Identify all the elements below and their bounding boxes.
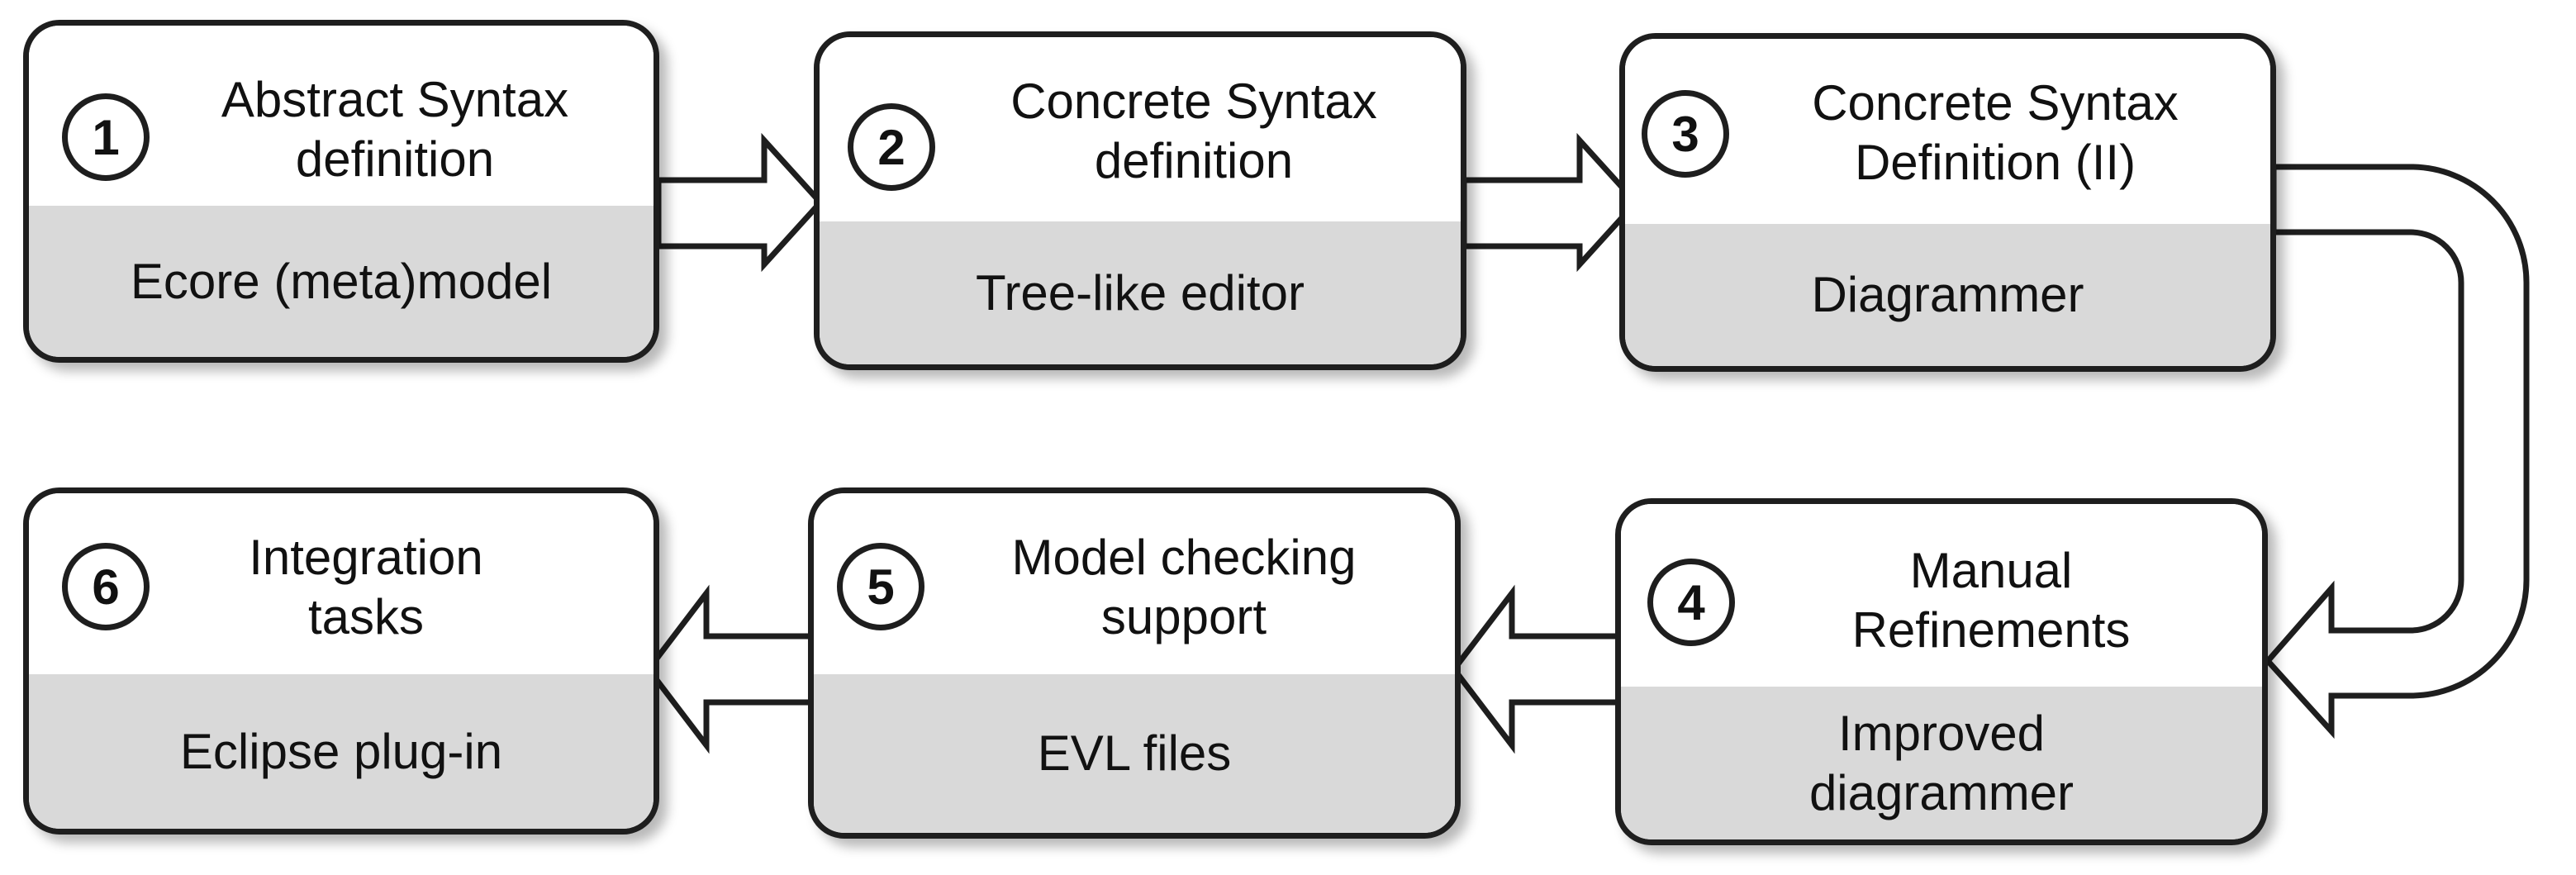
step-3-number-badge: 3 [1642, 90, 1729, 178]
step-5-footer: EVL files [814, 674, 1455, 833]
step-2-tool: Tree-like editor [976, 264, 1305, 321]
step-2-footer: Tree-like editor [820, 221, 1461, 364]
step-2-number: 2 [877, 119, 905, 175]
step-4-footer: Improved diagrammer [1621, 687, 2262, 839]
step-5-tool: EVL files [1037, 725, 1232, 781]
step-6-number-badge: 6 [62, 543, 150, 630]
step-3-footer: Diagrammer [1625, 224, 2270, 366]
arrow-4-to-5 [1450, 584, 1624, 754]
step-6-footer: Eclipse plug-in [29, 674, 654, 829]
step-6-number: 6 [92, 559, 120, 615]
step-5-number: 5 [867, 559, 895, 615]
step-5-box: 5 Model checking support EVL files [808, 487, 1461, 839]
arrow-2-to-3 [1461, 132, 1640, 273]
step-5-number-badge: 5 [837, 543, 924, 630]
step-4-title: Manual Refinements [1851, 543, 2131, 658]
step-2-title: Concrete Syntax definition [1010, 74, 1377, 188]
step-4-box: 4 Manual Refinements Improved diagrammer [1615, 498, 2268, 845]
step-1-footer: Ecore (meta)model [29, 206, 654, 357]
step-3-tool: Diagrammer [1811, 267, 2084, 322]
arrow-1-to-2 [655, 132, 825, 273]
step-3-title: Concrete Syntax Definition (II) [1812, 75, 2179, 190]
step-3-number: 3 [1671, 106, 1699, 162]
arrow-5-to-6 [644, 584, 815, 754]
arrow-3-to-4 [2264, 164, 2530, 739]
step-4-number-badge: 4 [1647, 559, 1735, 646]
step-6-tool: Eclipse plug-in [179, 723, 503, 779]
step-2-box: 2 Concrete Syntax definition Tree-like e… [814, 31, 1466, 370]
step-4-number: 4 [1677, 574, 1705, 630]
step-4-tool: Improved diagrammer [1808, 705, 2075, 820]
step-6-box: 6 Integration tasks Eclipse plug-in [23, 487, 659, 835]
step-3-box: 3 Concrete Syntax Definition (II) Diagra… [1619, 33, 2276, 372]
step-2-number-badge: 2 [848, 103, 935, 191]
step-1-title: Abstract Syntax definition [221, 72, 569, 187]
step-1-tool: Ecore (meta)model [130, 253, 553, 309]
step-5-title: Model checking support [1011, 530, 1357, 644]
step-6-title: Integration tasks [249, 530, 483, 644]
step-1-box: 1 Abstract Syntax definition Ecore (meta… [23, 20, 659, 363]
step-1-number-badge: 1 [62, 93, 150, 181]
step-1-number: 1 [92, 109, 120, 165]
